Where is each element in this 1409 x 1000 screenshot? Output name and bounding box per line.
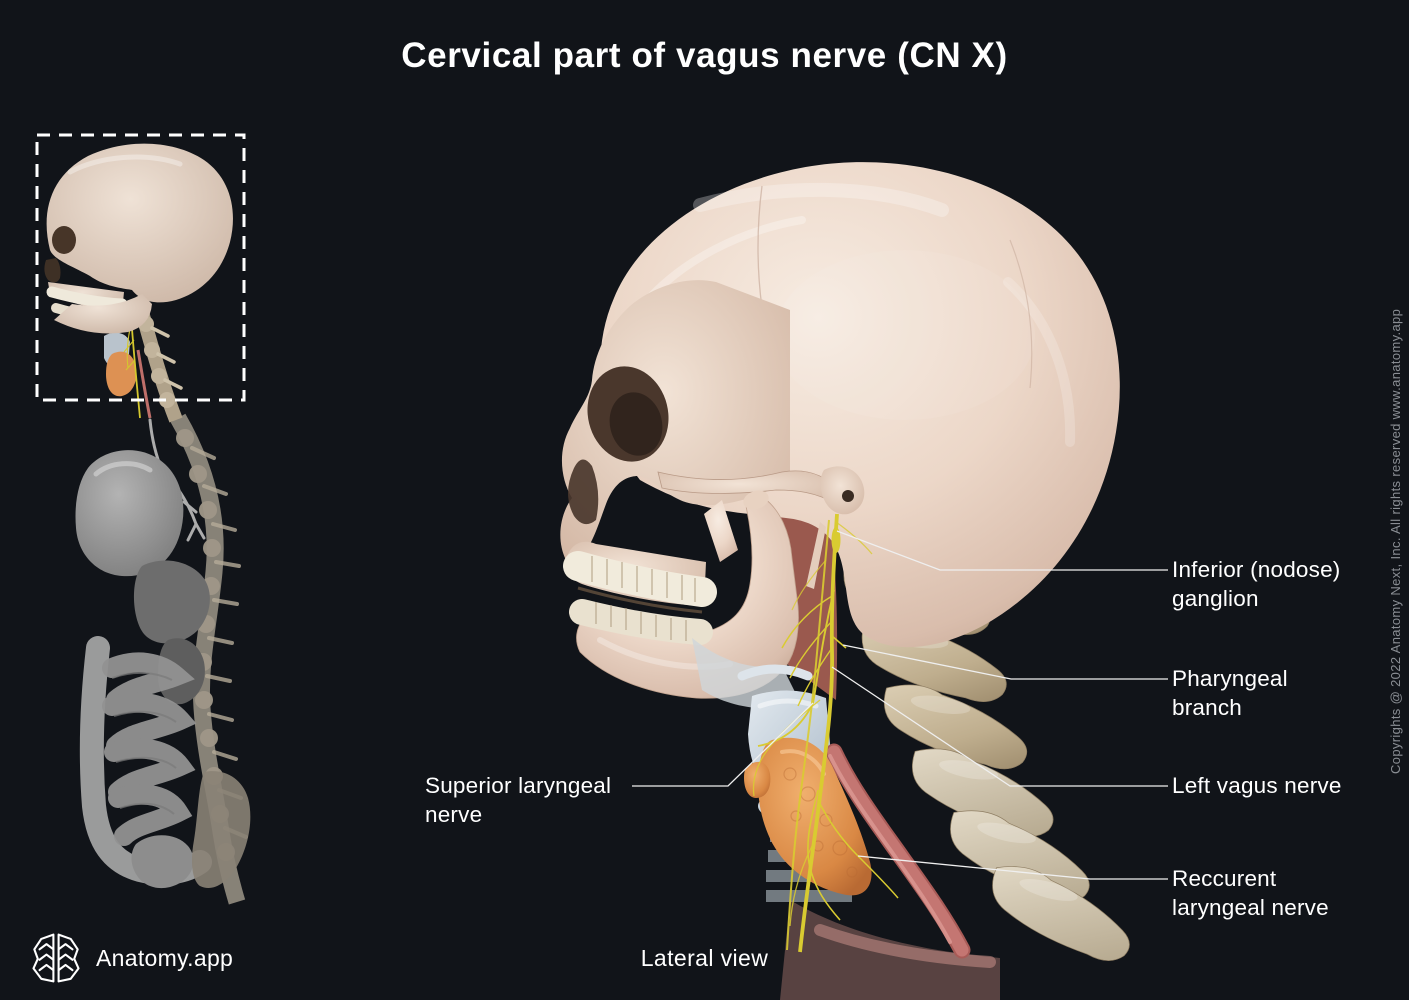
carotid-artery [825, 743, 971, 959]
inset-eye-socket [52, 226, 76, 254]
leader-pharyngeal-branch [842, 644, 1168, 680]
inset-mandible [54, 294, 152, 334]
upper-teeth [563, 551, 717, 607]
nodose-ganglion [831, 527, 841, 553]
brain-icon [32, 933, 80, 983]
mandibular-condyle [743, 490, 769, 510]
annotation-reccurent-laryngeal-nerve: Reccurent laryngeal nerve [1172, 866, 1329, 920]
inset-thumbnail [35, 133, 251, 905]
ear-canal [842, 490, 854, 502]
inset-upper-teeth [46, 286, 128, 310]
inset-sacrum [192, 771, 251, 888]
app-name: Anatomy.app [96, 944, 234, 971]
page-title: Cervical part of vagus nerve (CN X) [401, 36, 1008, 75]
leader-reccurent-laryngeal-nerve [857, 855, 1168, 880]
leader-superior-laryngeal-nerve [632, 702, 814, 787]
inset-intestine-shading [111, 672, 177, 815]
copyright-notice: Copyrights @ 2022 Anatomy Next, Inc. All… [1388, 308, 1403, 774]
inset-heart [75, 450, 184, 577]
annotation-pharyngeal-branch: Pharyngeal branch [1172, 666, 1288, 720]
vagus-nerve [752, 513, 899, 953]
inset-skull [44, 143, 233, 334]
inset-stomach [133, 560, 210, 644]
nasal-aperture [568, 459, 599, 525]
inset-highlight-box [35, 133, 246, 402]
ear-region [820, 466, 865, 515]
annotation-superior-laryngeal-nerve: Superior laryngeal nerve [425, 773, 612, 827]
coronoid-process [704, 500, 738, 562]
occlusal-line [577, 586, 703, 614]
vagus-trunk [798, 513, 839, 953]
view-caption: Lateral view [640, 945, 769, 971]
styloid-process [806, 522, 826, 589]
facial-bones [560, 280, 865, 589]
lambdoid-suture [1009, 239, 1033, 389]
cranium [600, 162, 1120, 648]
inset-small-intestine [102, 652, 197, 846]
inset-cervical-spine [135, 310, 183, 423]
inset-bladder [131, 835, 194, 889]
inset-artery [136, 349, 152, 419]
inset-thyroid [106, 351, 137, 397]
leader-lines [632, 530, 1168, 880]
annotation-left-vagus-nerve: Left vagus nerve [1172, 773, 1342, 798]
branding: Anatomy.app [30, 930, 233, 986]
leader-inferior-nodose-ganglion [836, 530, 1168, 571]
main-figure [560, 162, 1130, 1000]
recurrent-laryngeal-branch [817, 799, 899, 899]
lower-teeth [569, 586, 713, 645]
annotation-inferior-nodose-ganglion: Inferior (nodose) ganglion [1172, 557, 1341, 611]
thyroid-gland [744, 737, 872, 896]
superior-laryngeal-branch [757, 589, 835, 747]
inset-nasal-aperture [44, 258, 61, 283]
leader-left-vagus-nerve [831, 666, 1168, 787]
